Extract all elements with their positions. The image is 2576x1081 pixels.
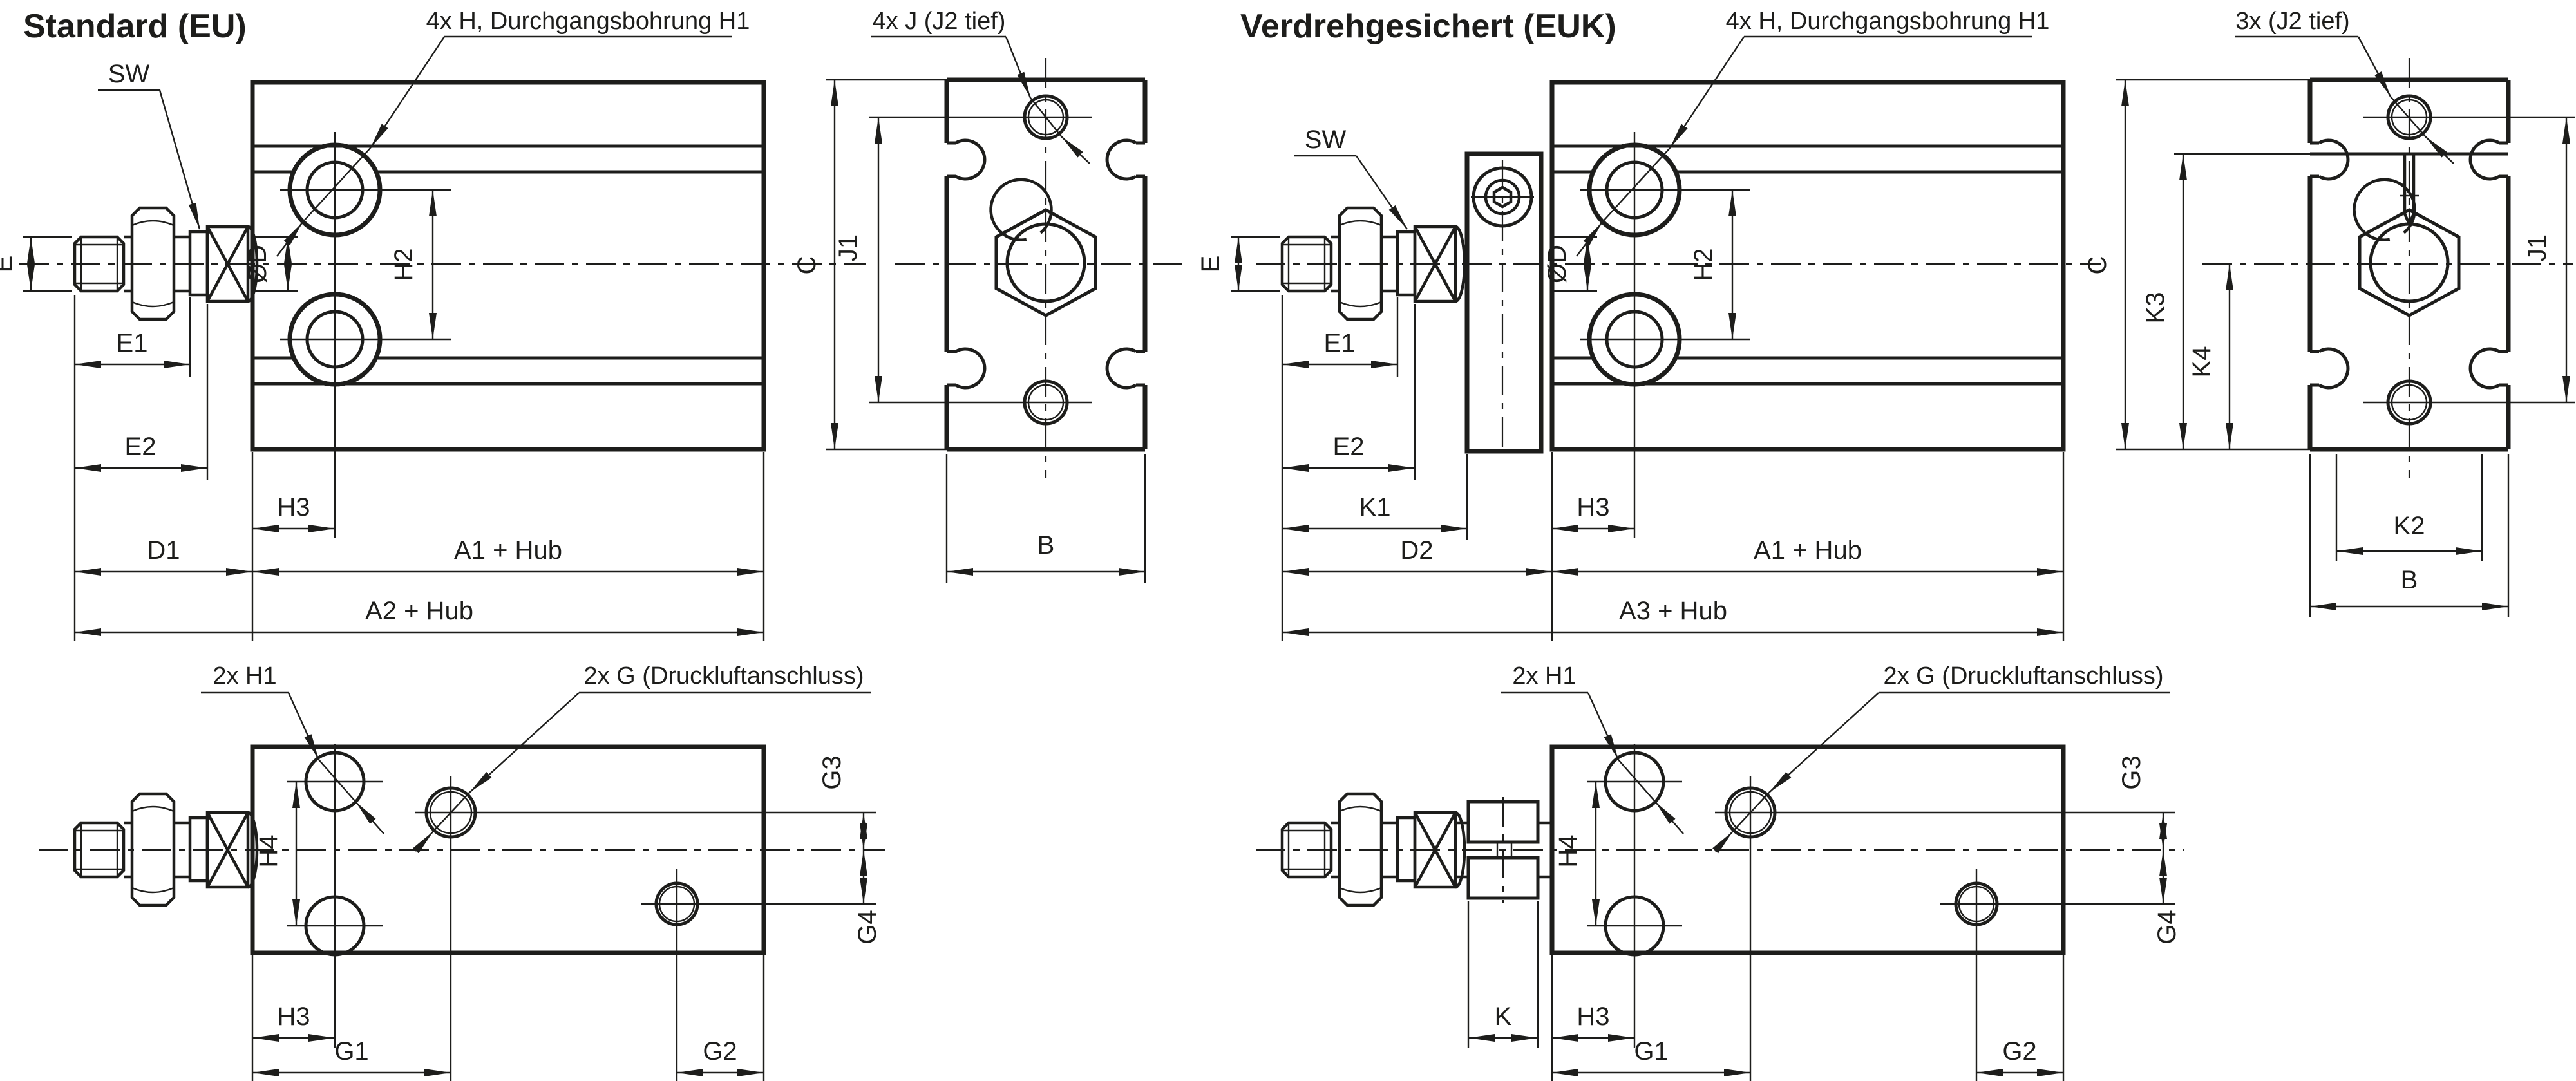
eu-j-hole-top <box>869 94 1092 140</box>
label-g1-eu: G1 <box>334 1037 368 1066</box>
euk-mounting-hole-top <box>1580 142 1750 238</box>
label-k1-euk: K1 <box>1359 493 1391 522</box>
label-g3-eu: G3 <box>818 755 846 789</box>
eu-cylinder-body <box>250 80 766 452</box>
label-od-euk: ØD <box>1543 245 1571 283</box>
eu-g-port <box>415 776 876 1081</box>
eu-bottom-body <box>250 744 766 955</box>
label-g4-eu: G4 <box>853 910 882 944</box>
label-a1hub-euk: A1 + Hub <box>1754 536 1862 565</box>
label-sw-eu: SW <box>108 60 150 88</box>
label-2xg-euk: 2x G (Druckluftanschluss) <box>1883 663 2163 690</box>
label-g4-euk: G4 <box>2153 910 2181 944</box>
label-e2-eu: E2 <box>125 433 156 461</box>
label-2xh1-eu: 2x H1 <box>213 663 276 690</box>
label-4xj-eu: 4x J (J2 tief) <box>873 8 1006 35</box>
eu-end-view: 4x J (J2 tief) C J1 B <box>793 8 1185 583</box>
eu-mounting-hole-top <box>280 142 451 238</box>
label-2xg-eu: 2x G (Druckluftanschluss) <box>583 663 864 690</box>
euk-j-hole-bottom <box>2363 379 2575 426</box>
label-b-eu: B <box>1037 531 1055 559</box>
euk-bottom-piston-rod <box>1280 792 1466 907</box>
label-2xh1-euk: 2x H1 <box>1512 663 1576 690</box>
euk-bottom-body <box>1549 744 2066 955</box>
label-g2-euk: G2 <box>2002 1037 2036 1066</box>
euk-sensor-slots <box>2310 138 2508 390</box>
label-od-eu: ØD <box>243 245 272 283</box>
label-c-eu: C <box>793 256 821 275</box>
euk-bottom-block <box>1455 797 1552 903</box>
label-g3-euk: G3 <box>2117 755 2146 789</box>
label-h3-eu-side: H3 <box>277 493 310 522</box>
eu-bottom-view: H4 G3 G4 2x H1 2x G (Druckluftanschluss) <box>39 663 886 1081</box>
eu-side-view: SW 4x H, Durchgangsbohrung H1 E ØD H2 E1… <box>0 8 866 641</box>
label-e1-euk: E1 <box>1324 329 1356 357</box>
label-h4-euk: H4 <box>1554 834 1582 867</box>
euk-j-hole-top <box>2363 94 2575 140</box>
eu-end-rod-nut <box>989 178 1097 317</box>
label-h2-euk: H2 <box>1689 248 1718 281</box>
euk-piston-rod <box>1280 206 1466 321</box>
label-e-eu: E <box>0 256 17 273</box>
euk-anti-rotation-block <box>1464 151 1544 454</box>
label-d2-euk: D2 <box>1400 536 1433 565</box>
label-k3-euk: K3 <box>2141 292 2170 324</box>
label-h3-euk-side: H3 <box>1577 493 1609 522</box>
label-a2hub-eu: A2 + Hub <box>365 597 473 625</box>
label-j1-eu: J1 <box>834 234 862 261</box>
label-4xh-eu: 4x H, Durchgangsbohrung H1 <box>426 8 750 35</box>
label-k4-euk: K4 <box>2188 346 2216 378</box>
eu-j-hole-bottom <box>869 379 1092 426</box>
euk-bottom-view: H4 G3 G4 2x H1 2x G (Druckluftanschluss) <box>1256 663 2184 1081</box>
label-h4-eu: H4 <box>254 834 283 867</box>
label-k-euk: K <box>1495 1002 1512 1031</box>
label-j1-euk: J1 <box>2523 234 2552 261</box>
label-c-euk: C <box>2083 256 2112 275</box>
euk-g-port <box>1715 776 2175 1081</box>
euk-cylinder-body <box>1549 80 2066 452</box>
label-g1-euk: G1 <box>1634 1037 1668 1066</box>
eu-sensor-slots <box>947 138 1145 390</box>
label-4xh-euk: 4x H, Durchgangsbohrung H1 <box>1726 8 2050 35</box>
title-verdrehgesichert-euk: Verdrehgesichert (EUK) <box>1240 8 1616 45</box>
euk-mounting-hole-bottom <box>1580 292 1750 387</box>
label-h2-eu: H2 <box>390 248 418 281</box>
eu-mounting-hole-bottom <box>280 292 451 387</box>
eu-rod-wrench-flats <box>205 225 250 303</box>
euk-end-rod-nut <box>2353 178 2461 317</box>
label-3xj-euk: 3x (J2 tief) <box>2235 8 2349 35</box>
euk-g2-hole <box>1940 869 2175 1081</box>
eu-piston-rod <box>73 206 259 321</box>
label-h3-euk-bottom: H3 <box>1577 1002 1609 1031</box>
label-g2-eu: G2 <box>703 1037 737 1066</box>
label-sw-euk: SW <box>1305 126 1347 154</box>
label-a3hub-euk: A3 + Hub <box>1619 597 1727 625</box>
label-d1-eu: D1 <box>147 536 180 565</box>
euk-end-view: 3x (J2 tief) C K3 K4 J1 K2 B <box>2083 8 2575 617</box>
label-e-euk: E <box>1197 256 1225 273</box>
eu-g2-hole <box>641 869 876 1081</box>
label-e1-eu: E1 <box>117 329 148 357</box>
eu-bottom-piston-rod <box>73 792 259 907</box>
eu-rod-nut <box>130 206 176 321</box>
title-standard-eu: Standard (EU) <box>23 8 247 45</box>
label-k2-euk: K2 <box>2394 512 2425 540</box>
label-a1hub-eu: A1 + Hub <box>454 536 562 565</box>
label-h3-eu-bottom: H3 <box>277 1002 310 1031</box>
euk-side-view: SW 4x H, Durchgangsbohrung H1 E ØD H2 E1… <box>1197 8 2101 641</box>
label-e2-euk: E2 <box>1333 433 1365 461</box>
label-b-euk: B <box>2401 566 2418 594</box>
